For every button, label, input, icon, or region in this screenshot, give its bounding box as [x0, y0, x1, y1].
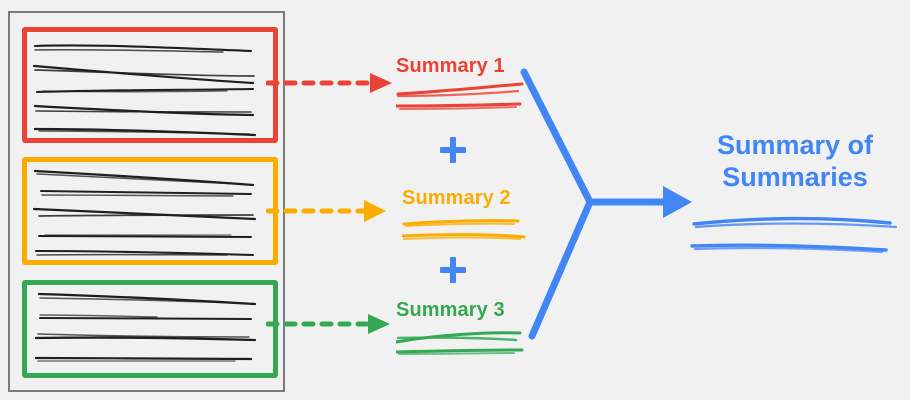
summary-1-underlines: [396, 82, 524, 110]
source-document-container: [8, 11, 285, 392]
summary-2-underlines: [402, 219, 526, 240]
plus-operator-2: [440, 257, 466, 283]
final-title: Summary of Summaries: [690, 130, 900, 194]
connector-arrow-1: [266, 73, 392, 93]
final-title-line-1: Summary of: [716, 130, 874, 160]
summary-1[interactable]: Summary 1: [396, 56, 526, 112]
document-section-3[interactable]: [22, 280, 278, 378]
summary-3-label: Summary 3: [396, 299, 505, 321]
scribble-lines-section-2: [32, 169, 257, 257]
document-section-2[interactable]: [22, 157, 278, 265]
plus-operator-1: [440, 137, 466, 163]
scribble-lines-section-3: [34, 292, 257, 362]
final-title-line-2: Summaries: [722, 161, 868, 192]
merge-arrow: [520, 68, 692, 340]
summary-1-label: Summary 1: [396, 55, 505, 77]
summary-2-label: Summary 2: [402, 187, 511, 209]
document-section-1[interactable]: [22, 27, 278, 143]
connector-arrow-3: [266, 314, 390, 334]
final-underlines: [690, 216, 898, 253]
summary-2[interactable]: Summary 2: [402, 188, 532, 244]
connector-arrow-2: [266, 200, 386, 222]
summary-of-summaries[interactable]: Summary of Summaries: [690, 130, 900, 258]
summary-3[interactable]: Summary 3: [396, 300, 531, 358]
scribble-lines-section-1: [32, 44, 257, 137]
summary-3-underlines: [396, 331, 524, 355]
